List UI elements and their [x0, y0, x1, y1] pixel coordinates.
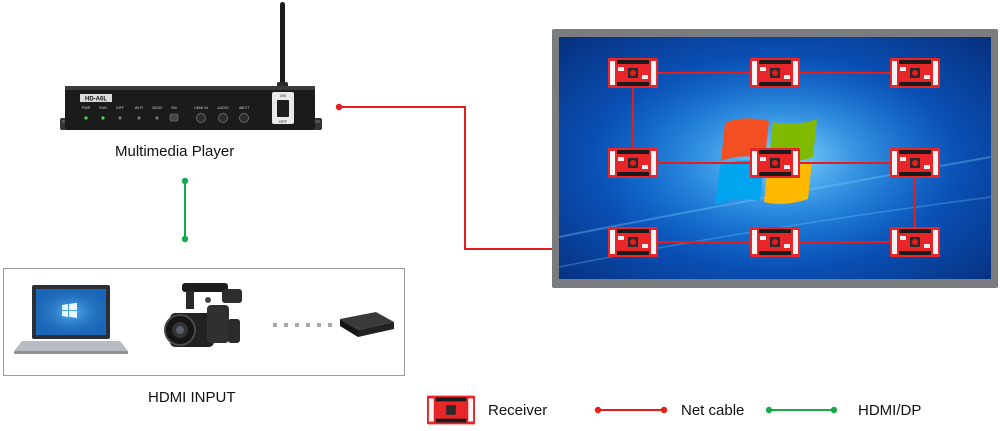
- switch-on-label: ON: [280, 93, 286, 98]
- indicator-label: Wi-Fi: [135, 106, 144, 110]
- power-switch-icon: [277, 100, 289, 117]
- led-icon: [84, 116, 88, 120]
- hdmi-link: [181, 177, 189, 243]
- player-label: Multimedia Player: [115, 143, 235, 160]
- knob-icon: [239, 113, 249, 123]
- camcorder-icon: [164, 283, 242, 347]
- knob-icon: [218, 113, 228, 123]
- set-top-box-icon: [340, 312, 394, 337]
- indicator-label: HDMI IN: [194, 106, 208, 110]
- indicator-label: SW: [171, 106, 177, 110]
- legend-hdmi-swatch: [765, 406, 838, 414]
- net-cable-player-to-display: [335, 103, 608, 250]
- led-icon: [118, 116, 122, 120]
- led-icon: [137, 116, 141, 120]
- laptop-icon: [14, 285, 128, 354]
- hdmi-input-label: HDMI INPUT: [148, 389, 236, 406]
- indicator-label: AUDIO: [217, 106, 229, 110]
- indicator-label: INEXT: [239, 106, 250, 110]
- led-icon: [101, 116, 105, 120]
- hdmi-input-panel: [3, 268, 405, 376]
- indicator-label: RUN: [99, 106, 107, 110]
- multimedia-player: HD-A6L PWR RUN DIFF Wi-Fi 4G/3G SW HDMI …: [60, 0, 325, 145]
- player-model: HD-A6L: [85, 97, 107, 103]
- indicator-label: DIFF: [116, 106, 125, 110]
- display-screen: [559, 37, 991, 279]
- indicator-label: 4G/3G: [152, 106, 163, 110]
- led-icon: [155, 116, 159, 120]
- legend-net-cable-label: Net cable: [681, 402, 745, 419]
- switch-off-label: OFF: [279, 119, 288, 124]
- legend-net-cable-swatch: [594, 406, 668, 414]
- led-display: [552, 29, 998, 288]
- legend-receiver-label: Receiver: [488, 402, 548, 419]
- legend-receiver-icon: [427, 395, 475, 430]
- antenna-icon: [280, 2, 285, 90]
- dotted-connector: [273, 323, 332, 327]
- knob-icon: [196, 113, 206, 123]
- indicator-label: PWR: [82, 106, 91, 110]
- legend-hdmi-label: HDMI/DP: [858, 402, 922, 419]
